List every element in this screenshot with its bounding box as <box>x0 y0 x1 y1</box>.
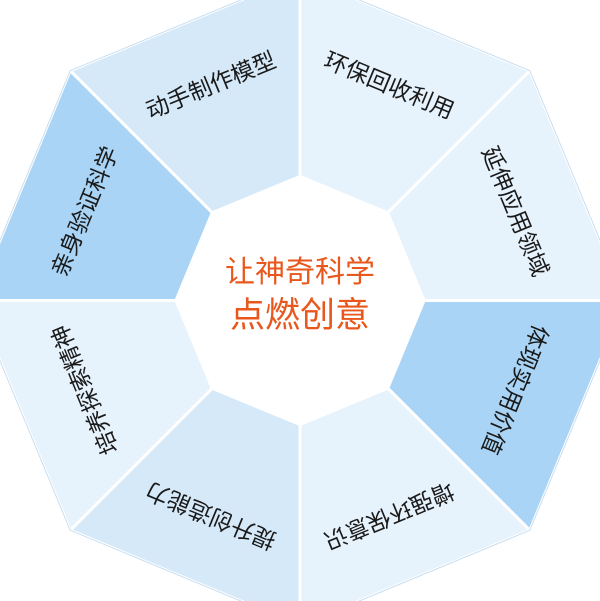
center-title-line2: 点燃创意 <box>230 296 370 336</box>
center-title-line1: 让神奇科学 <box>225 255 375 290</box>
center-octagon <box>174 174 426 427</box>
